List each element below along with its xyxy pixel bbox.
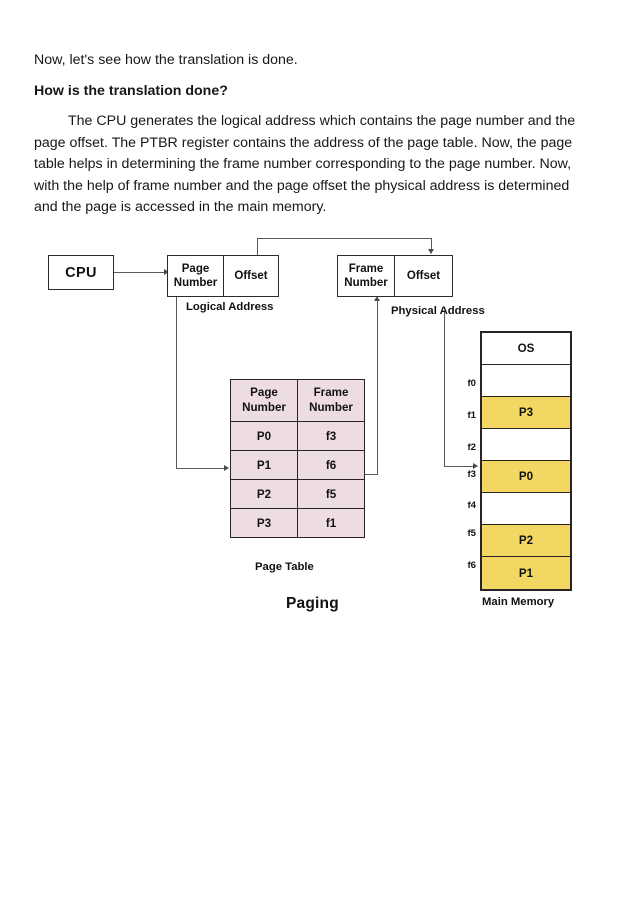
table-row: P1 f6 bbox=[230, 450, 365, 480]
page-table-cell-frame: f3 bbox=[297, 421, 365, 451]
connector-physical-to-memory bbox=[444, 466, 476, 468]
arrowhead-cpu-to-logical bbox=[164, 268, 169, 275]
memory-frame-f4 bbox=[482, 493, 570, 525]
memory-frame-f2 bbox=[482, 429, 570, 461]
frame-tag-f6: f6 bbox=[467, 560, 476, 571]
table-row: P0 f3 bbox=[230, 421, 365, 451]
page-table-header-row: Page Number Frame Number bbox=[230, 379, 365, 422]
section-heading: How is the translation done? bbox=[34, 82, 228, 99]
memory-frame-os: OS bbox=[482, 333, 570, 365]
memory-frame-f0 bbox=[482, 365, 570, 397]
cpu-label: CPU bbox=[65, 264, 97, 281]
frame-tag-f1: f1 bbox=[467, 410, 476, 421]
frame-tag-f5: f5 bbox=[467, 528, 476, 539]
physical-frame-number-field: Frame Number bbox=[337, 255, 395, 297]
cpu-box: CPU bbox=[48, 255, 114, 290]
arrowhead-physical-to-memory bbox=[473, 462, 478, 469]
logical-page-number-field: Page Number bbox=[167, 255, 224, 297]
memory-frame-f3: P0 bbox=[482, 461, 570, 493]
page-table: Page Number Frame Number P0 f3 P1 f6 P2 … bbox=[230, 379, 365, 538]
page-table-cell-page: P2 bbox=[230, 479, 298, 509]
main-memory-box: OS P3 P0 P2 P1 bbox=[480, 331, 572, 591]
connector-frame-from-table bbox=[363, 474, 378, 476]
physical-offset-field: Offset bbox=[395, 255, 453, 297]
frame-tag-f4: f4 bbox=[467, 500, 476, 511]
page-table-cell-page: P3 bbox=[230, 508, 298, 538]
connector-offset-across bbox=[257, 238, 432, 240]
document-body: Now, let's see how the translation is do… bbox=[34, 50, 586, 219]
figure-title: Paging bbox=[286, 595, 339, 612]
connector-offset-down bbox=[431, 238, 433, 251]
physical-address-caption: Physical Address bbox=[391, 305, 485, 317]
connector-physical-down bbox=[444, 312, 446, 467]
connector-pagenum-down bbox=[176, 297, 178, 468]
logical-address-caption: Logical Address bbox=[186, 301, 274, 313]
memory-frame-f1: P3 bbox=[482, 397, 570, 429]
memory-frame-f5: P2 bbox=[482, 525, 570, 557]
connector-cpu-to-logical bbox=[114, 272, 164, 274]
logical-address-box: Page Number Offset bbox=[167, 255, 279, 297]
page-table-cell-page: P0 bbox=[230, 421, 298, 451]
frame-tag-f0: f0 bbox=[467, 378, 476, 389]
table-row: P2 f5 bbox=[230, 479, 365, 509]
connector-pagenum-across bbox=[176, 468, 227, 470]
page-table-header-frame: Frame Number bbox=[297, 379, 365, 422]
page-table-cell-page: P1 bbox=[230, 450, 298, 480]
memory-frame-f6: P1 bbox=[482, 557, 570, 589]
table-row: P3 f1 bbox=[230, 508, 365, 538]
arrowhead-table-to-frame bbox=[373, 296, 380, 301]
page-table-cell-frame: f1 bbox=[297, 508, 365, 538]
page-table-cell-frame: f6 bbox=[297, 450, 365, 480]
page-table-cell-frame: f5 bbox=[297, 479, 365, 509]
frame-tag-f3: f3 bbox=[467, 469, 476, 480]
main-memory-caption: Main Memory bbox=[482, 596, 555, 608]
connector-frame-up bbox=[377, 301, 379, 474]
page-table-caption: Page Table bbox=[255, 561, 314, 573]
arrowhead-offset-to-physical bbox=[427, 249, 434, 254]
paragraph-body: The CPU generates the logical address wh… bbox=[34, 113, 576, 215]
logical-offset-field: Offset bbox=[224, 255, 279, 297]
page-table-header-page: Page Number bbox=[230, 379, 298, 422]
paragraph-intro: Now, let's see how the translation is do… bbox=[34, 52, 298, 68]
physical-address-box: Frame Number Offset bbox=[337, 255, 453, 297]
arrowhead-pagenum-to-table bbox=[224, 464, 229, 471]
connector-offset-up bbox=[257, 238, 259, 255]
frame-tag-f2: f2 bbox=[467, 442, 476, 453]
